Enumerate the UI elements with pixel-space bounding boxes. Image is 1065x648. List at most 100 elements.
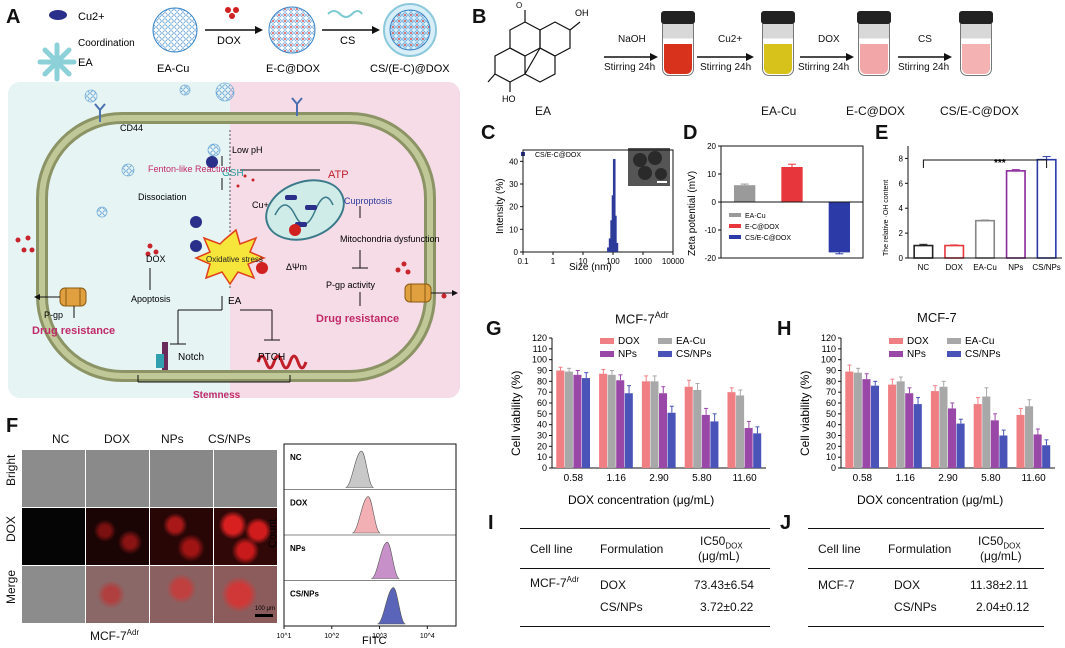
chart-ytick-label: 8 (899, 154, 904, 163)
chart-f-series-label: NPs (290, 544, 306, 553)
chart-f-xtick-label: 10^4 (420, 633, 435, 640)
f-row-dox: DOX (4, 515, 18, 542)
chart-c-tem-image (628, 148, 670, 186)
chart-d-legend-swatch (729, 224, 741, 228)
category-label: 11.60 (1021, 473, 1046, 484)
atp-label: ATP (328, 169, 349, 181)
f-col-nc: NC (52, 432, 70, 446)
ea-molecule-icon (37, 42, 77, 82)
bar-dox (727, 392, 736, 468)
chart-c-bar (610, 220, 613, 252)
product-ec-dox: E-C@DOX (846, 104, 905, 118)
panel-letter-i: I (488, 512, 494, 534)
ros-markers (190, 156, 301, 274)
chart-ytick-label: 20 (537, 441, 547, 451)
micro-merge-dox (86, 566, 149, 623)
micro-dox-csnps (214, 508, 277, 565)
cu-ion-icon (49, 10, 67, 20)
legend-swatch (658, 338, 672, 344)
micro-dox-nc (22, 508, 85, 565)
bar-cs-e-c-dox (828, 202, 850, 253)
histogram-nps (371, 541, 400, 579)
dissociation-label: Dissociation (138, 192, 187, 202)
scale-bar (255, 614, 273, 617)
category-label: 1.16 (606, 473, 626, 484)
step2-condition: Stirring 24h (700, 62, 752, 73)
bar-ea-cu (693, 390, 702, 468)
gsh-label: GSH (222, 168, 244, 179)
chart-d-legend-label: E-C@DOX (745, 224, 780, 231)
chart-c-xtick-label: 10000 (662, 257, 685, 266)
panel-letter-a: A (6, 6, 21, 28)
chart-h-xlabel: DOX concentration (μg/mL) (857, 493, 1003, 507)
chart-c-xtick-label: 0.1 (517, 257, 529, 266)
chart-f-series-label: NC (290, 453, 302, 462)
category-label: EA-Cu (973, 263, 997, 272)
ea-label: EA (78, 57, 93, 69)
chart-c-legend: CS/E-C@DOX (535, 152, 581, 159)
chart-ytick-label: 120 (821, 333, 836, 343)
chart-f-ylabel: Count (267, 519, 279, 548)
bar-dox (684, 386, 693, 468)
chart-e-significance-bracket (922, 159, 1048, 168)
micro-bright-nps (150, 450, 213, 507)
chart-d: Zeta potential (mV) -20-1001020EA-CuE-C@… (687, 142, 864, 263)
chart-ytick-label: 70 (826, 387, 836, 397)
panel-b-arrows (604, 53, 952, 61)
bar-dox (845, 371, 854, 468)
step3-condition: Stirring 24h (798, 62, 850, 73)
chart-ytick-label: 0 (712, 198, 717, 207)
micro-bright-nc (22, 450, 85, 507)
chart-ytick-label: 50 (537, 409, 547, 419)
chart-ytick-label: 60 (826, 398, 836, 408)
mito-dysfunction-label: Mitochondria dysfunction (340, 234, 440, 244)
table-i-r1c2: DOX (600, 578, 627, 592)
bar-nps (701, 414, 710, 468)
chart-c-ytick-label: 20 (509, 203, 518, 212)
chart-e-significance: *** (994, 158, 1006, 169)
chart-f-series-label: CS/NPs (290, 590, 319, 599)
chart-g-title: MCF-7Adr (615, 310, 669, 327)
panel-letter-j: J (780, 512, 792, 534)
step4-condition: Stirring 24h (898, 62, 950, 73)
bar-ea-cu (650, 381, 659, 468)
table-i-h3: IC50DOX (700, 534, 743, 551)
chart-e-ylabel: The relative ·OH content (883, 180, 890, 256)
table-i-h3-unit: (μg/mL) (698, 549, 740, 563)
pgp-pump-left-icon (59, 287, 87, 307)
legend-label: EA-Cu (965, 336, 994, 347)
pgp-left-label: P-gp (44, 310, 63, 320)
category-label: NPs (1008, 263, 1023, 272)
chart-d-ylabel: Zeta potential (mV) (687, 171, 698, 256)
panel-letter-d: D (683, 122, 698, 144)
cd44-label: CD44 (120, 123, 143, 133)
ea-cu-label: EA-Cu (157, 63, 189, 75)
chart-f-xtick-label: 10^2 (324, 633, 339, 640)
step1-condition: Stirring 24h (604, 62, 656, 73)
dox-label: DOX (146, 254, 166, 264)
dox-molecules (15, 174, 447, 299)
table-i-h2: Formulation (600, 542, 664, 556)
ea-compound-label: EA (535, 104, 552, 118)
table-j-r2c2: CS/NPs (894, 600, 937, 614)
panel-letter-b: B (472, 6, 487, 28)
cu-label: Cu2+ (78, 11, 105, 23)
chart-ytick-label: 2 (899, 229, 904, 238)
legend-swatch (600, 338, 614, 344)
chart-ytick-label: 80 (537, 376, 547, 386)
bar-dox (888, 384, 897, 468)
chart-c-frame (522, 149, 674, 253)
chart-d-legend-label: EA-Cu (745, 213, 766, 220)
bar-ea-cu (1025, 406, 1034, 468)
histogram-dox (352, 496, 381, 534)
bar-nps (862, 379, 871, 468)
table-j-r2c3: 2.04±0.12 (976, 600, 1030, 614)
bar-nps (905, 393, 914, 468)
chart-ytick-label: 40 (826, 420, 836, 430)
cu-plus-label: Cu+ (252, 200, 269, 210)
oxidative-stress-label: Oxidative stress (206, 255, 263, 264)
bar-cs-nps (624, 393, 633, 468)
stemness-label: Stemness (193, 390, 241, 401)
